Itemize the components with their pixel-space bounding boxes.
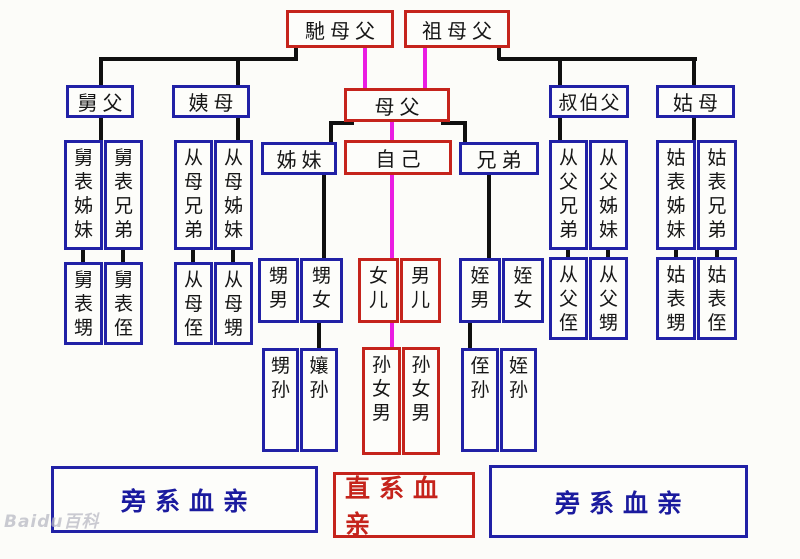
node-zhi-nan: 姪男 (459, 258, 501, 323)
connector-gb-col2 (715, 250, 719, 258)
node-yimu: 姨母 (172, 85, 250, 118)
direct-line-self-children (390, 175, 394, 258)
connector-cf-col2 (606, 250, 610, 258)
connector-brothers-down (487, 175, 491, 258)
node-cm-xiongdi: 从母兄弟 (174, 140, 213, 250)
node-parents: 母父 (344, 88, 450, 122)
node-paternal-grandparents: 祖母父 (404, 10, 510, 48)
connector-parents-left-elbow (329, 121, 354, 125)
node-gumu: 姑母 (656, 85, 735, 118)
node-cf-zimei: 从父姊妹 (589, 140, 628, 250)
node-zhi-nv: 姪女 (502, 258, 544, 323)
connector-jb-col1 (81, 250, 85, 262)
node-self: 自己 (344, 140, 452, 175)
node-gb-xiongdi: 姑表兄弟 (697, 140, 737, 250)
node-cm-sheng: 从母甥 (214, 262, 253, 345)
direct-line-children-grandchildren (390, 323, 394, 347)
node-gb-sheng: 姑表甥 (656, 257, 696, 340)
legend-collateral-left: 旁系血亲 (51, 466, 318, 533)
node-niang-sun: 孃孙 (300, 348, 338, 452)
connector-cf-col1 (566, 250, 570, 258)
connector-cm-col1 (191, 250, 195, 262)
node-brothers: 兄弟 (459, 142, 539, 175)
connector-shubofu-down (558, 118, 562, 140)
connector-jb-col2 (121, 250, 125, 262)
legend-collateral-right: 旁系血亲 (489, 465, 748, 538)
direct-line-grand-right (423, 48, 427, 88)
connector-cm-col2 (231, 250, 235, 262)
direct-line-grand-left (363, 48, 367, 88)
node-cf-zhi: 从父侄 (549, 257, 588, 340)
node-maternal-grandparents: 馳母父 (286, 10, 394, 48)
connector-gb-col1 (674, 250, 678, 258)
node-zhi-sun-left: 侄孙 (461, 348, 499, 452)
legend-direct: 直系血亲 (333, 472, 475, 539)
node-jiufu: 舅父 (66, 85, 134, 118)
node-sheng-sun: 甥孙 (262, 348, 299, 452)
connector-to-jiufu (99, 57, 103, 85)
node-sheng-nv: 甥女 (300, 258, 343, 323)
node-grandchild-left: 孙女男 (362, 347, 401, 455)
node-grandchild-right: 孙女男 (402, 347, 440, 455)
connector-to-yimu (236, 57, 240, 85)
connector-sisters-down (322, 175, 326, 258)
node-jb-sheng: 舅表甥 (64, 262, 103, 345)
node-jb-zimei: 舅表姊妹 (64, 140, 103, 250)
watermark: Baidu百科 (4, 512, 100, 532)
node-jb-xiongdi: 舅表兄弟 (104, 140, 143, 250)
node-gb-zhi: 姑表侄 (697, 257, 737, 340)
connector-left-horizontal (99, 57, 298, 61)
connector-to-gumu (692, 57, 696, 85)
node-cm-zhi: 从母侄 (174, 262, 213, 345)
node-sisters: 姊妹 (261, 142, 337, 175)
connector-yimu-down (236, 118, 240, 140)
connector-grand-right-drop (497, 46, 501, 60)
node-shubofu: 叔伯父 (549, 85, 629, 118)
connector-sheng-down (317, 323, 321, 348)
node-jb-zhi: 舅表侄 (104, 262, 143, 345)
connector-jiufu-down (99, 118, 103, 140)
node-daughter: 女儿 (358, 258, 399, 323)
node-gb-zimei: 姑表姊妹 (656, 140, 696, 250)
connector-grand-left-drop (294, 46, 298, 60)
node-sheng-nan: 甥男 (258, 258, 299, 323)
node-cf-xiongdi: 从父兄弟 (549, 140, 588, 250)
connector-parents-right-elbow (441, 121, 467, 125)
direct-line-parents-self (390, 122, 394, 140)
connector-zhi-down (468, 323, 472, 348)
connector-parents-to-brothers (463, 121, 467, 142)
node-cf-sheng: 从父甥 (589, 257, 628, 340)
node-zhi-sun-right: 姪孙 (500, 348, 537, 452)
connector-gumu-down (692, 118, 696, 140)
node-son: 男儿 (400, 258, 441, 323)
connector-right-horizontal (498, 57, 697, 61)
connector-to-shubofu (558, 57, 562, 85)
node-cm-zimei: 从母姊妹 (214, 140, 253, 250)
connector-parents-to-sisters (329, 121, 333, 142)
